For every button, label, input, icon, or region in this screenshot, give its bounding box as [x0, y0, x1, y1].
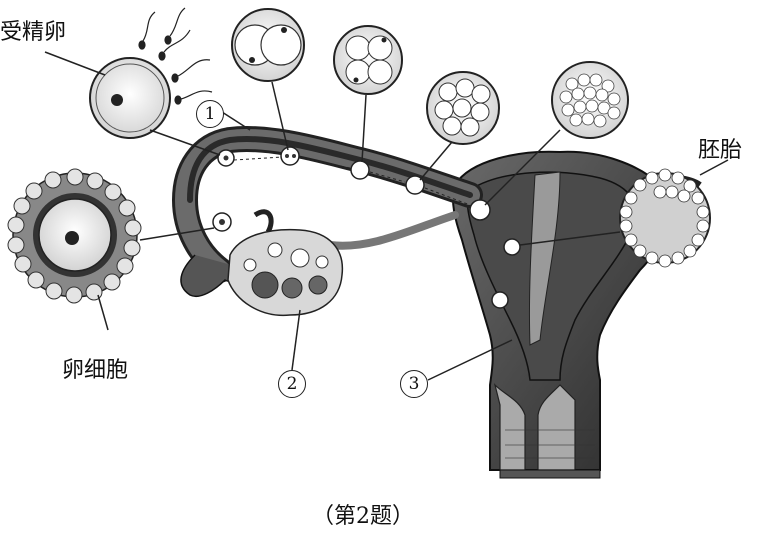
marker-2: 2	[278, 370, 306, 398]
marker-1: 1	[196, 100, 224, 128]
fertilized-egg-illustration	[89, 7, 221, 156]
ovary	[227, 228, 344, 317]
embryo-label: 胚胎	[698, 138, 743, 163]
embryo-illustration	[519, 159, 729, 268]
fertilized-egg-leader	[44, 51, 106, 76]
marker-3: 3	[400, 370, 428, 398]
oviduct	[171, 126, 483, 297]
uterus	[452, 150, 702, 479]
sperm-cells	[138, 7, 213, 105]
egg-cell-illustration	[7, 168, 215, 331]
eight-cell-stage	[419, 71, 500, 181]
developing-cells-in-tube	[212, 146, 521, 309]
two-cell-stage	[231, 8, 305, 151]
figure-caption: （第2题）	[312, 504, 414, 529]
morula-stage	[484, 61, 629, 206]
marker2-leader	[291, 309, 301, 371]
egg-cell-label: 卵细胞	[62, 358, 129, 383]
ovarian-ligament	[326, 211, 459, 250]
four-cell-stage	[333, 25, 403, 163]
marker1-leader	[221, 111, 251, 131]
marker3-leader	[427, 339, 513, 381]
fertilized-egg-label: 受精卵	[0, 20, 67, 45]
